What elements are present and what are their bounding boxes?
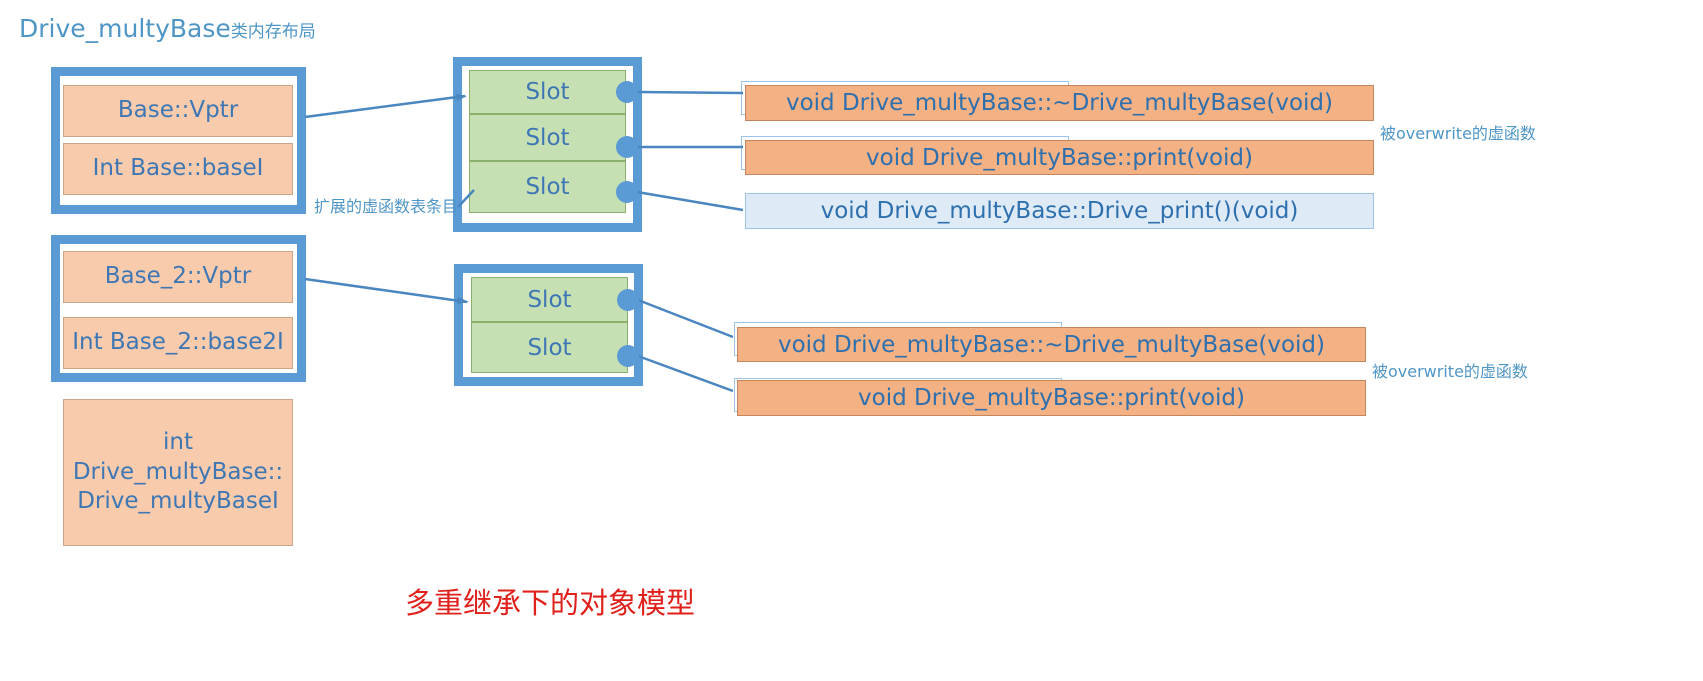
title-suffix: 类内存布局 [230,22,316,42]
vtable1-slot2-dot [616,136,638,158]
link-base1-vptr-to-vtable1 [304,94,466,119]
note-overwritten-2: 被overwrite的虚函数 [1372,362,1528,381]
link-vtable1-slot1-to-func [636,90,744,95]
function-box-destructor-2: void Drive_multyBase::~Drive_multyBase(v… [737,327,1366,362]
vtable2-slot1-dot [617,289,639,311]
note-overwritten-1: 被overwrite的虚函数 [1380,124,1536,143]
arrowhead-base2 [457,297,469,304]
function-box-print-1: void Drive_multyBase::print(void) [745,140,1374,175]
diagram-caption: 多重继承下的对象模型 [405,586,696,620]
base2-member-cell: Int Base_2::base2I [63,317,293,369]
derived-member-line2: Drive_multyBase:: [72,458,284,485]
vtable1-slot-2: Slot [469,114,626,161]
function-box-print-2: void Drive_multyBase::print(void) [737,380,1366,416]
vtable1-slot-3: Slot [469,161,626,213]
vtable1-slot-1: Slot [469,70,626,114]
vtable2-slot2-dot [617,345,639,367]
arrowhead-base1 [456,94,467,101]
link-base2-vptr-to-vtable2 [304,277,468,304]
title-main: Drive_multyBase [19,14,231,43]
link-extended-note-pointer [457,189,475,208]
vtable1-slot1-dot [616,81,638,103]
derived-member-line3: Drive_multyBaseI [77,488,279,515]
function-box-drive-print: void Drive_multyBase::Drive_print()(void… [745,193,1374,229]
vtable1-slot3-dot [616,181,638,203]
note-extended-entry: 扩展的虚函数表条目 [314,197,459,216]
base2-vptr-cell: Base_2::Vptr [63,251,293,303]
link-vtable1-slot3-to-func [636,190,744,212]
derived-member-cell: int Drive_multyBase:: Drive_multyBaseI [63,399,293,546]
base1-member-cell: Int Base::baseI [63,143,293,195]
vtable2-slot-2: Slot [471,322,628,373]
vtable2-slot-1: Slot [471,277,628,322]
function-box-destructor-1: void Drive_multyBase::~Drive_multyBase(v… [745,85,1374,121]
base1-vptr-cell: Base::Vptr [63,85,293,137]
derived-member-line1: int [163,428,193,455]
link-vtable2-slot1-to-func [637,298,734,339]
link-vtable2-slot2-to-func [637,354,734,393]
diagram-title: Drive_multyBase类内存布局 [19,14,316,43]
